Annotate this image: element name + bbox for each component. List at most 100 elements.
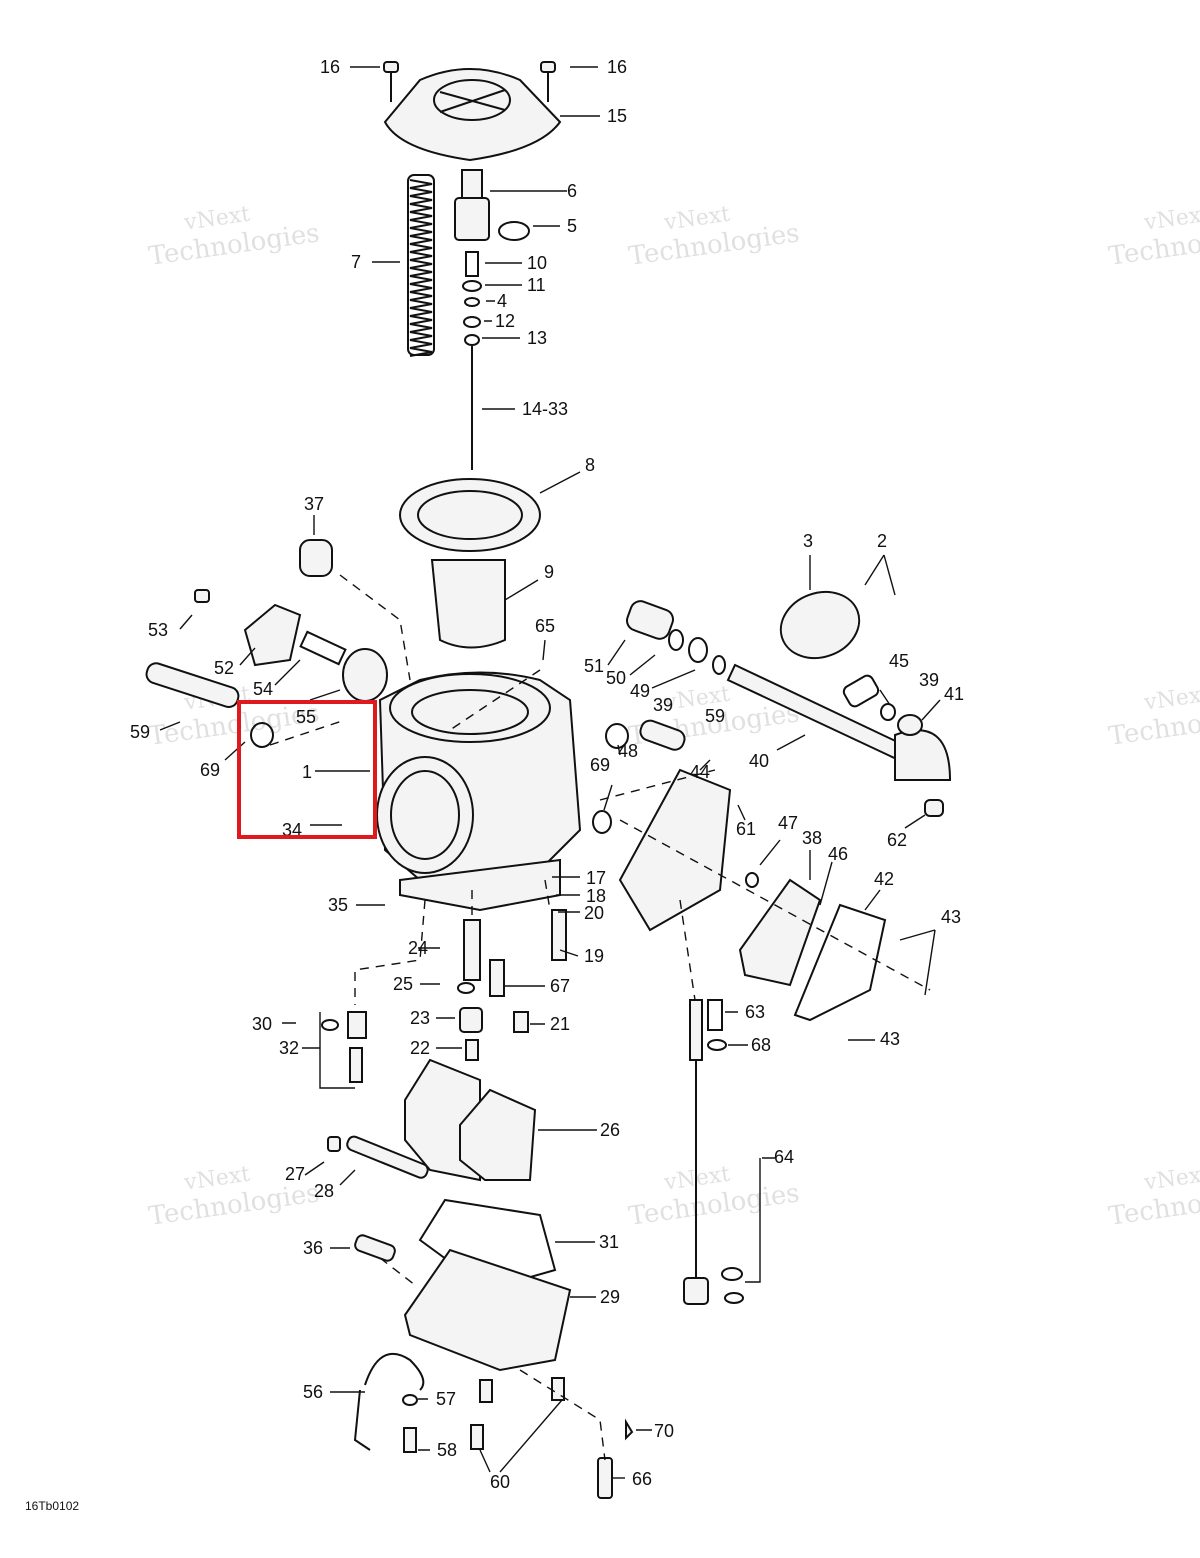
- dashed-line: [544, 879, 551, 911]
- float-bowl-29: [403, 1248, 572, 1372]
- washer-57: [402, 1394, 418, 1406]
- callout-label-55: 55: [296, 707, 316, 727]
- seal-41: [897, 714, 923, 736]
- screw-19: [551, 909, 567, 961]
- screw-head: [383, 61, 399, 73]
- enrichener-rod-64: [683, 999, 761, 1305]
- watermark: vNext Technologies: [1107, 202, 1200, 272]
- small-spring: [465, 251, 479, 277]
- watermark: vNext Technologies: [627, 202, 802, 272]
- callout-label-62: 62: [887, 830, 907, 850]
- callout-label-57: 57: [436, 1389, 456, 1409]
- body-base: [399, 858, 561, 912]
- top-cover-vent: [433, 79, 511, 121]
- diaphragm: [399, 478, 541, 552]
- bracket-64: [745, 1158, 761, 1283]
- o-ring-39: [712, 655, 726, 675]
- watermark: vNext Technologies: [1107, 682, 1200, 752]
- callout-label-8: 8: [585, 455, 595, 475]
- spring-45: [842, 674, 880, 708]
- top-cover-assembly: [383, 61, 562, 162]
- callout-label-35: 35: [328, 895, 348, 915]
- callout-label-59: 59: [705, 706, 725, 726]
- callout-label-63: 63: [745, 1002, 765, 1022]
- highlight-box: [237, 700, 377, 839]
- callout-label-64: 64: [774, 1147, 794, 1167]
- washer: [463, 316, 481, 328]
- pilot-jet-67: [489, 959, 505, 997]
- right-side-parts: [592, 590, 952, 1022]
- body-top-flange: [389, 673, 551, 743]
- callout-label-23: 23: [410, 1008, 430, 1028]
- callout-label-58: 58: [437, 1440, 457, 1460]
- spring-63: [707, 999, 723, 1031]
- callout-label-56: 56: [303, 1382, 323, 1402]
- butterfly-plate-3: [779, 590, 861, 660]
- rod-knob: [683, 1277, 709, 1305]
- callout-label-41: 41: [944, 684, 964, 704]
- callout-label-52: 52: [214, 658, 234, 678]
- dashed-line: [599, 769, 716, 801]
- callout-label-46: 46: [828, 844, 848, 864]
- callout-label-5: 5: [567, 216, 577, 236]
- callout-label-60: 60: [490, 1472, 510, 1492]
- washer-64a: [721, 1267, 743, 1281]
- float-pin-28: [346, 1135, 429, 1179]
- tube-59b: [639, 719, 686, 751]
- screw-27: [327, 1136, 341, 1152]
- callout-label-42: 42: [874, 869, 894, 889]
- callout-label-20: 20: [584, 903, 604, 923]
- callout-label-10: 10: [527, 253, 547, 273]
- callout-label-13: 13: [527, 328, 547, 348]
- screw-58: [403, 1427, 417, 1453]
- clip: [464, 297, 480, 307]
- callout-label-67: 67: [550, 976, 570, 996]
- callout-label-50: 50: [606, 668, 626, 688]
- callout-label-51: 51: [584, 656, 604, 676]
- dashed-line: [449, 669, 541, 731]
- callout-label-16: 16: [320, 57, 340, 77]
- callout-label-48: 48: [618, 741, 638, 761]
- watermark: vNext Technologies: [147, 202, 322, 272]
- spring-coils: [409, 179, 433, 357]
- tube-66: [597, 1457, 613, 1499]
- callout-label-66: 66: [632, 1469, 652, 1489]
- leader-lines: [159, 66, 941, 1479]
- intake-bore-inner: [390, 770, 460, 860]
- callout-label-18: 18: [586, 886, 606, 906]
- o-ring-25: [457, 982, 475, 994]
- slide-spring: [407, 174, 435, 357]
- callout-label-26: 26: [600, 1120, 620, 1140]
- callout-label-17: 17: [586, 868, 606, 888]
- callout-label-39: 39: [919, 670, 939, 690]
- gasket-46: [738, 878, 822, 987]
- callout-label-53: 53: [148, 620, 168, 640]
- needle-valve-32: [349, 1047, 363, 1083]
- washer-68: [707, 1039, 727, 1051]
- throttle-lever: [894, 729, 952, 781]
- holder-23: [459, 1007, 483, 1033]
- cap-37: [299, 539, 333, 577]
- cover-plate-52: [243, 603, 302, 667]
- assembly-lines: [269, 574, 931, 1461]
- needle-holder-base: [454, 197, 490, 241]
- bracket-32: [319, 1012, 355, 1089]
- callout-label-2: 2: [877, 531, 887, 551]
- top-cover: [383, 68, 562, 162]
- callout-label-1: 1: [302, 762, 312, 782]
- bushing-51: [626, 600, 674, 640]
- callout-label-31: 31: [599, 1232, 619, 1252]
- callout-label-70: 70: [654, 1421, 674, 1441]
- callout-label-69: 69: [590, 755, 610, 775]
- callout-label-19: 19: [584, 946, 604, 966]
- cap-70: [625, 1418, 634, 1441]
- diaphragm-inner: [417, 490, 523, 540]
- cap-62: [924, 799, 944, 817]
- screw-36: [354, 1234, 396, 1262]
- dashed-line: [269, 719, 346, 746]
- screw-60c: [470, 1424, 484, 1450]
- callout-label-30: 30: [252, 1014, 272, 1034]
- washer: [464, 334, 480, 346]
